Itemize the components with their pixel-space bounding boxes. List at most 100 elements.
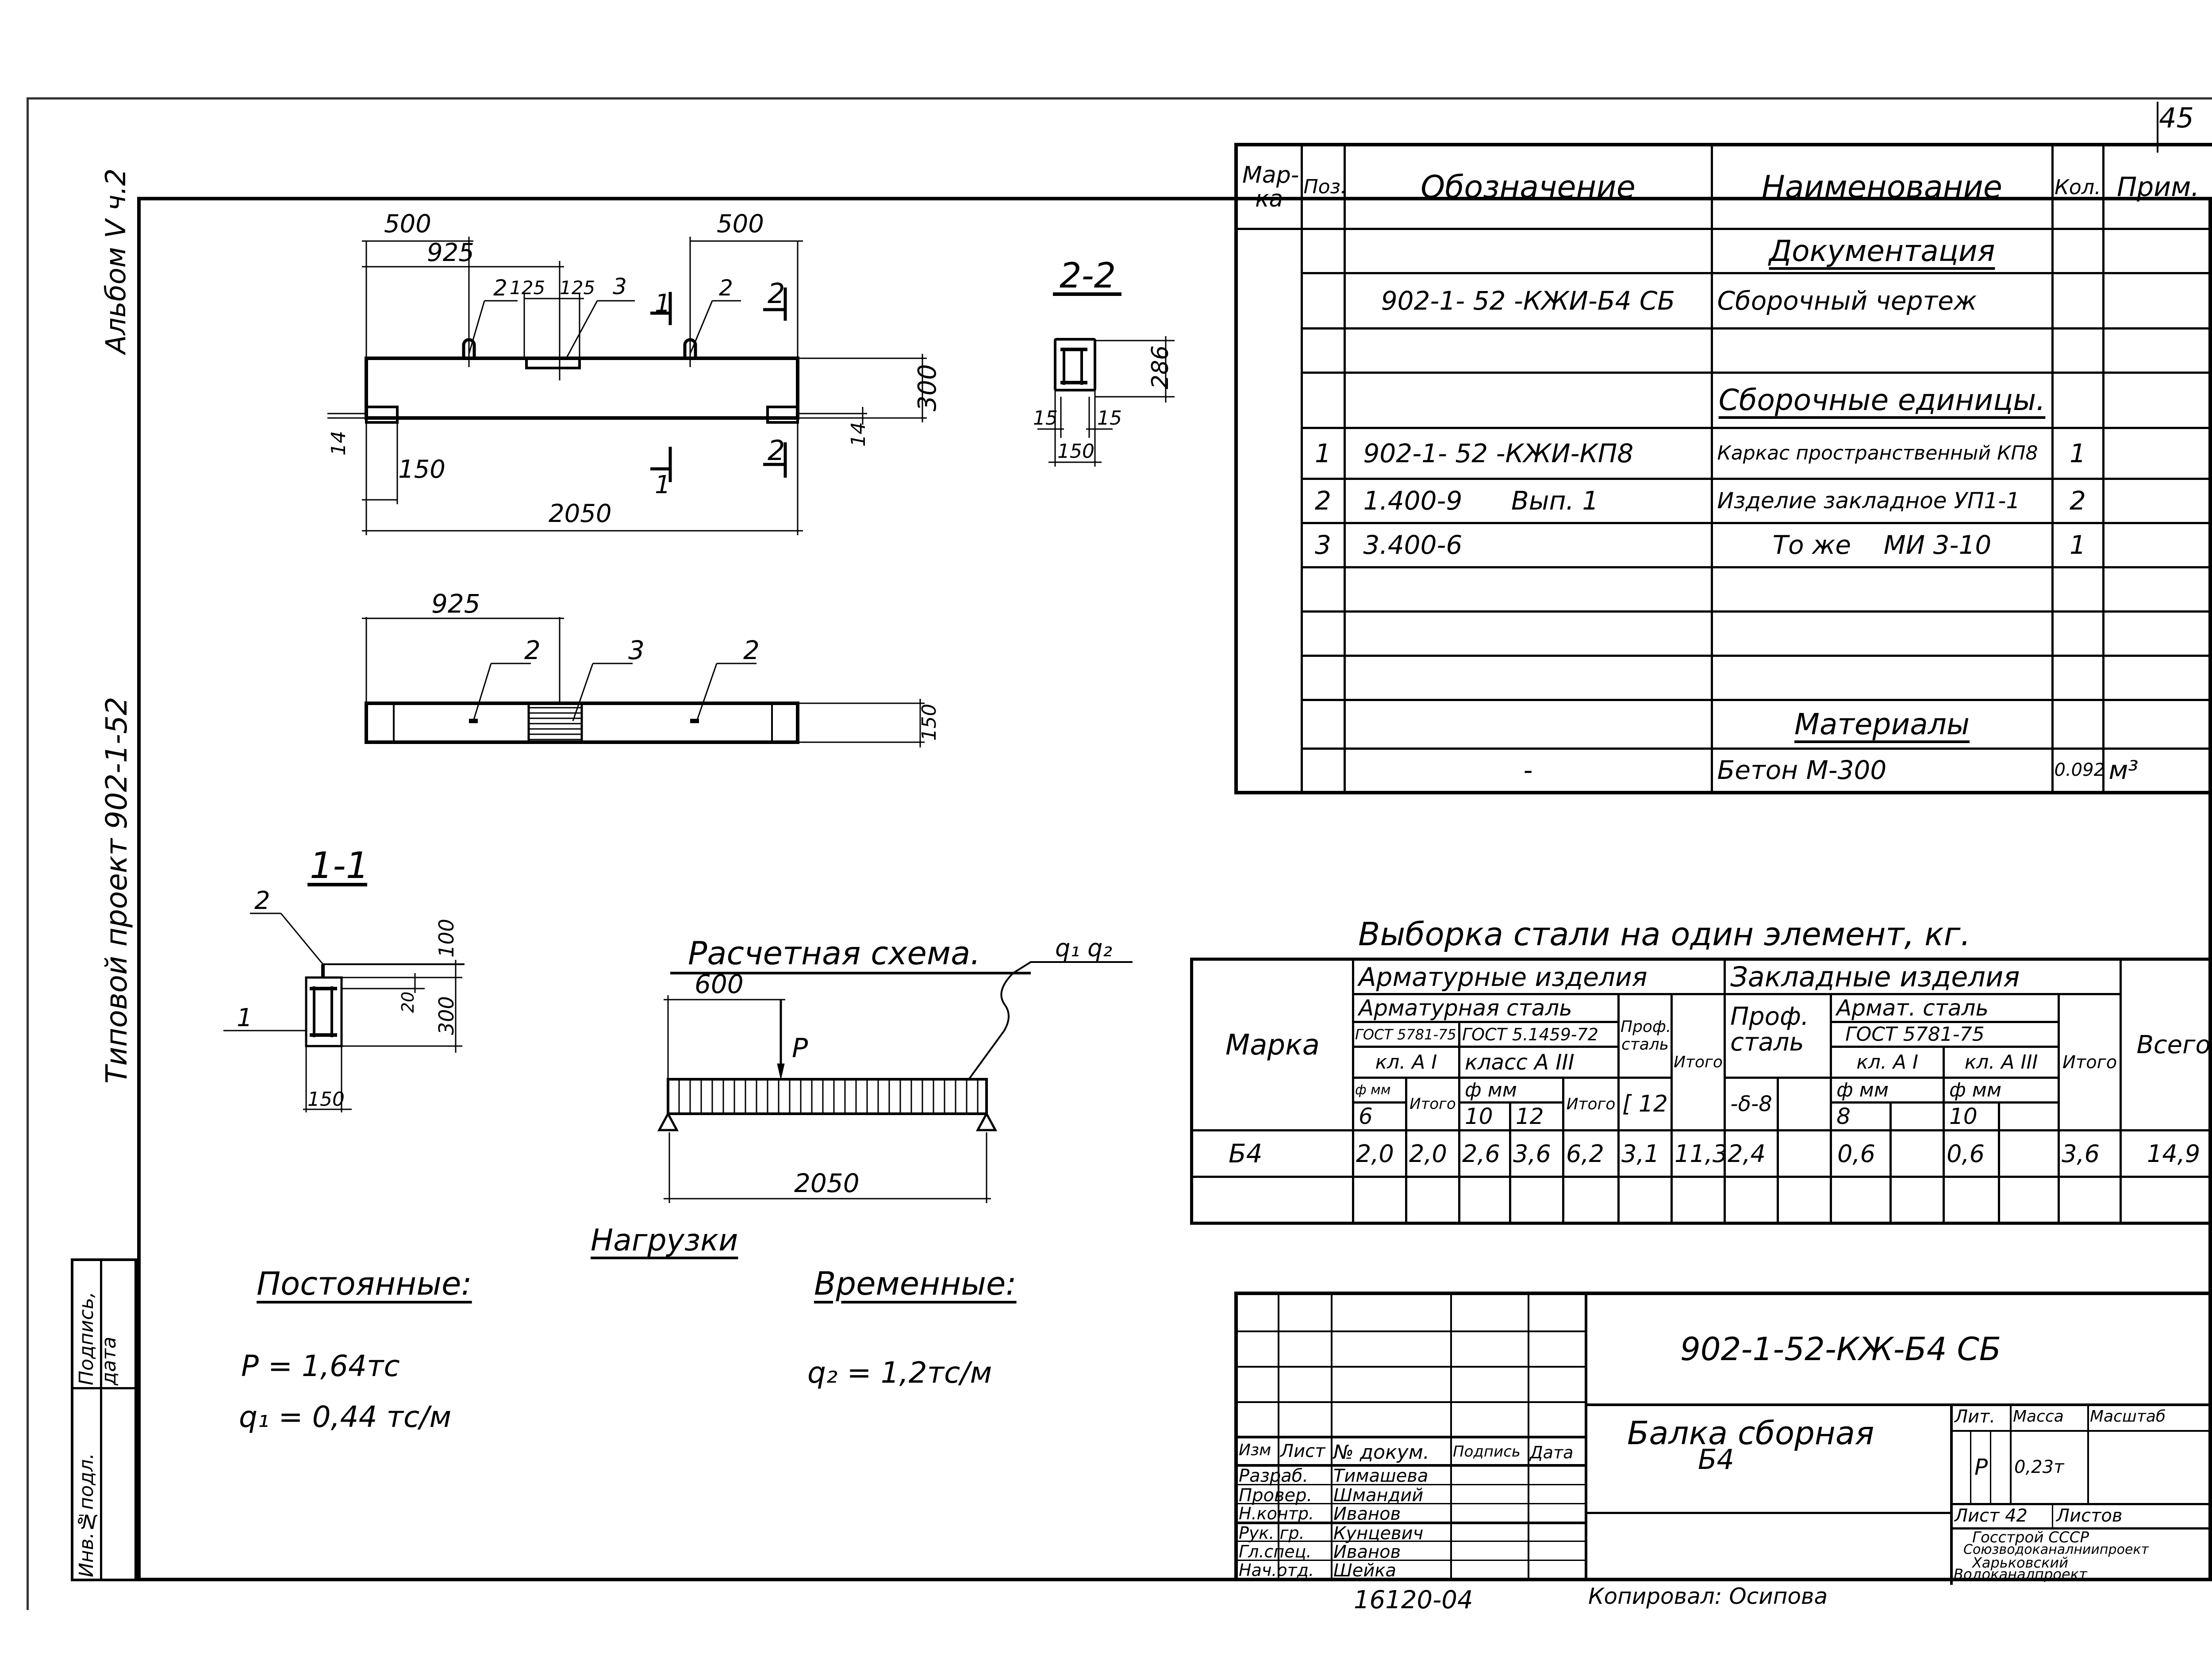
tb-person: Шейка xyxy=(1333,1560,1397,1581)
steel-row-empty xyxy=(1190,1176,2212,1224)
tb-person: Тимашева xyxy=(1333,1466,1429,1486)
spec-row: 3 3.400-6 То же МИ 3-10 1 xyxy=(1236,521,2212,568)
svg-text:2: 2 xyxy=(254,886,270,915)
steel-cell-a1-itogo: 2,0 xyxy=(1405,1129,1460,1178)
spec-designation: 1.400-9 Вып. 1 xyxy=(1343,477,1713,524)
section-2-2-title: 2-2 xyxy=(1060,256,1116,296)
header-name: Наименование xyxy=(1710,143,2054,230)
footer-copied: Копировал: Осипова xyxy=(1588,1583,1828,1609)
steel-header-klass-a3: класс А III xyxy=(1458,1046,1620,1079)
title-block: Изм Лист № докум. Подпись Дата Разраб. Т… xyxy=(1234,1292,2212,1585)
svg-text:2: 2 xyxy=(719,275,733,301)
steel-header-fmm-b: ф мм xyxy=(1830,1077,1945,1104)
marka-cell xyxy=(1235,227,1303,794)
dim-300: 300 xyxy=(913,364,942,411)
tb-org-line2: Союзводоканалниипроект xyxy=(1963,1542,2149,1557)
steel-table: Марка Арматурные изделия Закладные издел… xyxy=(1190,958,2212,1225)
steel-header-fmm-a3: ф мм xyxy=(1458,1077,1564,1104)
tb-person: Кунцевич xyxy=(1333,1523,1424,1544)
tb-org-line3: Харьковский xyxy=(1972,1554,2068,1571)
svg-text:1: 1 xyxy=(655,471,671,499)
tb-role: Разраб. xyxy=(1239,1466,1309,1486)
loads-permanent-p: P = 1,64тс xyxy=(241,1349,400,1383)
spec-row: 1 902-1- 52 -КЖИ-КП8 Каркас пространстве… xyxy=(1236,426,2212,480)
spec-row: Материалы xyxy=(1236,698,2212,750)
tb-col-date: Дата xyxy=(1530,1443,1574,1462)
spec-row: Документация xyxy=(1235,227,2212,794)
tb-role: Рук. гр. xyxy=(1239,1523,1305,1543)
svg-text:100: 100 xyxy=(434,919,458,958)
tb-code: 902-1-52-КЖ-Б4 СБ xyxy=(1680,1330,2001,1368)
svg-text:3: 3 xyxy=(628,635,645,665)
dim-125-left: 125 xyxy=(510,277,545,299)
spec-row: - Бетон М-300 0.092 м³ xyxy=(1236,747,2212,794)
tb-col-sign: Подпись xyxy=(1453,1443,1521,1461)
section-assembly-units: Сборочные единицы. xyxy=(1718,383,2046,417)
loads-title: Нагрузки xyxy=(591,1223,738,1258)
header-qty: Кол. xyxy=(2051,143,2104,230)
steel-header-armaturnye: Арматурные изделия xyxy=(1352,958,1726,995)
steel-header-fmm-c: ф мм xyxy=(1943,1077,2060,1104)
tb-lit-value: Р xyxy=(1974,1454,1988,1480)
spec-qty: 0.092 xyxy=(2051,747,2104,794)
sheet-number: 45 xyxy=(2159,102,2194,134)
dim-2050: 2050 xyxy=(549,499,612,528)
tb-role: Гл.спец. xyxy=(1239,1542,1312,1561)
steel-cell-a1-6: 2,0 xyxy=(1352,1129,1407,1178)
svg-text:300: 300 xyxy=(434,996,458,1035)
tb-name-line1: Балка сборная xyxy=(1627,1415,1874,1452)
svg-text:2: 2 xyxy=(768,277,785,310)
steel-cell-z-a1-8: 0,6 xyxy=(1830,1129,1892,1178)
spec-pos: 3 xyxy=(1300,521,1346,568)
tb-mass-value: 0,23т xyxy=(2014,1457,2064,1477)
steel-header-itogo-a3: Итого xyxy=(1562,1077,1620,1131)
svg-text:1: 1 xyxy=(237,1004,253,1032)
spec-name: Изделие закладное УП1-1 xyxy=(1710,477,2054,524)
spec-row: Сборочные единицы. xyxy=(1236,371,2212,429)
svg-text:3: 3 xyxy=(613,274,627,299)
svg-text:2: 2 xyxy=(493,275,507,301)
loads-permanent-title: Постоянные: xyxy=(257,1265,472,1302)
steel-header-kl-a3b: кл. А III xyxy=(1943,1046,2060,1079)
tb-role: Нач.отд. xyxy=(1239,1560,1314,1580)
tb-person: Шмандий xyxy=(1333,1485,1424,1506)
steel-header-d10: 10 xyxy=(1458,1101,1511,1131)
svg-text:20: 20 xyxy=(398,992,418,1013)
steel-header-gost2: ГОСТ 5.1459-72 xyxy=(1458,1021,1620,1048)
spec-pos: 2 xyxy=(1300,477,1346,524)
steel-header-armat-stal: Армат. сталь xyxy=(1830,993,2060,1023)
calc-dim-2050: 2050 xyxy=(794,1168,860,1198)
tb-scale-label: Масштаб xyxy=(2090,1407,2166,1426)
tb-col-list: Лист xyxy=(1280,1441,1325,1461)
steel-cell-z-a3-10: 0,6 xyxy=(1943,1129,2001,1178)
spec-name: Каркас пространственный КП8 xyxy=(1710,426,2054,480)
spec-designation: 902-1- 52 -КЖИ-Б4 СБ xyxy=(1343,272,1713,330)
tb-person: Иванов xyxy=(1333,1542,1401,1562)
loads-temporary-title: Временные: xyxy=(814,1265,1017,1302)
spec-name: То же МИ 3-10 xyxy=(1710,521,2054,568)
calc-dim-600: 600 xyxy=(695,969,744,999)
sheet-number-box-left xyxy=(2157,102,2158,153)
section-1-1-title: 1-1 xyxy=(310,845,369,887)
steel-header-d6: 6 xyxy=(1352,1101,1407,1131)
tb-sheet-label: Лист 42 xyxy=(1955,1506,2028,1526)
dim-925: 925 xyxy=(427,238,474,267)
left-stamp: Подпись, дата Инв.№подл. xyxy=(71,1258,137,1581)
outer-trim-line-left xyxy=(27,97,29,1610)
plan-dim-925: 925 xyxy=(431,589,480,619)
steel-header-kl-a1: кл. А I xyxy=(1352,1046,1460,1079)
dim-125-right: 125 xyxy=(560,277,595,299)
steel-cell-z-itogo: 3,6 xyxy=(2058,1129,2122,1178)
section-materials: Материалы xyxy=(1794,707,1970,741)
steel-header-marka: Марка xyxy=(1190,958,1354,1131)
outer-trim-line-top xyxy=(27,97,2212,100)
spec-name: Сборочный чертеж xyxy=(1710,272,2054,330)
steel-cell-vsego: 14,9 xyxy=(2120,1129,2212,1178)
steel-row: Б4 2,0 2,0 2,6 3,6 6,2 3,1 11,3 2,4 0,6 … xyxy=(1190,1129,2212,1178)
spec-designation: - xyxy=(1343,747,1713,794)
header-marka: Мар-ка xyxy=(1235,143,1303,230)
spec-pos: 1 xyxy=(1300,426,1346,480)
